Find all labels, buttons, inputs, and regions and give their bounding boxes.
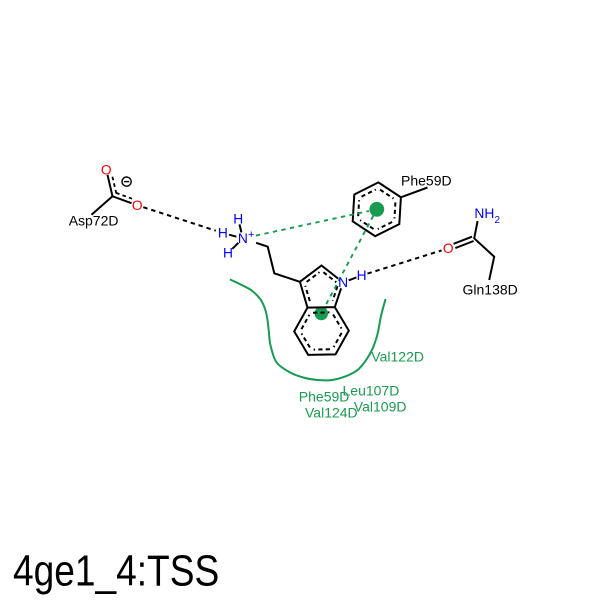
svg-text:NH: NH [474,206,494,221]
svg-text:H: H [223,246,233,261]
svg-text:Val122D: Val122D [371,348,424,364]
svg-text:O: O [443,241,454,256]
svg-text:H: H [233,212,243,227]
svg-text:4ge1_4:TSS: 4ge1_4:TSS [13,546,219,595]
svg-text:Gln138D: Gln138D [463,282,518,298]
svg-text:O: O [101,162,112,177]
svg-text:Phe59D: Phe59D [299,389,350,405]
svg-text:Val109D: Val109D [354,399,407,415]
svg-text:2: 2 [495,215,501,226]
svg-text:Phe59D: Phe59D [401,173,452,189]
svg-text:H: H [357,268,367,283]
svg-text:H: H [218,226,228,241]
svg-text:Leu107D: Leu107D [343,382,400,398]
svg-text:Asp72D: Asp72D [69,213,119,229]
svg-text:Val124D: Val124D [305,405,358,421]
svg-text:N: N [238,231,248,246]
svg-text:+: + [248,229,254,241]
svg-text:O: O [132,198,143,213]
svg-text:N: N [338,275,348,290]
